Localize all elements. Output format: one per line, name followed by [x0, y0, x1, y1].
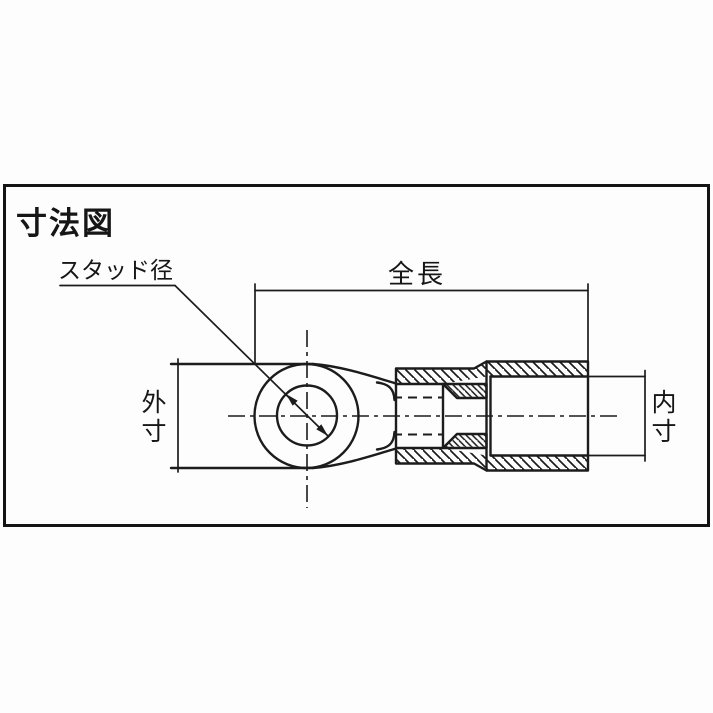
sleeve-outer-contour — [394, 360, 590, 472]
dimension-stud-diameter — [59, 284, 329, 437]
ring-hole-circle — [275, 384, 339, 447]
sleeve-mouth-flare-bottom — [375, 430, 396, 451]
stud-arrowhead-lower-right — [316, 424, 328, 436]
hatch-big-sleeve-bottom — [486, 455, 588, 471]
sleeve-mouth-flare-top — [375, 381, 396, 402]
outer-dimension-label: 外寸 — [141, 389, 167, 446]
stud-diameter-arrowheads — [286, 394, 328, 436]
hatch-small-sleeve-top — [396, 361, 487, 384]
stud-leader-line — [174, 284, 329, 437]
hidden-wire-lines — [393, 396, 443, 436]
dimension-lines — [59, 283, 646, 473]
center-lines — [228, 330, 622, 508]
dimension-inner — [587, 369, 646, 462]
part-outline — [169, 360, 590, 472]
tongue-top-edge — [311, 362, 398, 385]
overall-length-label: 全長 — [388, 259, 447, 289]
page-title: 寸法図 — [16, 206, 115, 241]
stud-diameter-label: スタッド径 — [58, 257, 173, 283]
dimension-overall-length — [254, 283, 589, 365]
diagram-frame — [3, 184, 710, 527]
stud-arrowhead-upper-left — [286, 394, 298, 406]
inner-dimension-label: 内寸 — [651, 389, 677, 446]
tongue-bottom-edge — [311, 447, 398, 470]
hatch-small-sleeve-bottom — [396, 448, 487, 471]
hatch-big-sleeve-top — [486, 361, 588, 377]
